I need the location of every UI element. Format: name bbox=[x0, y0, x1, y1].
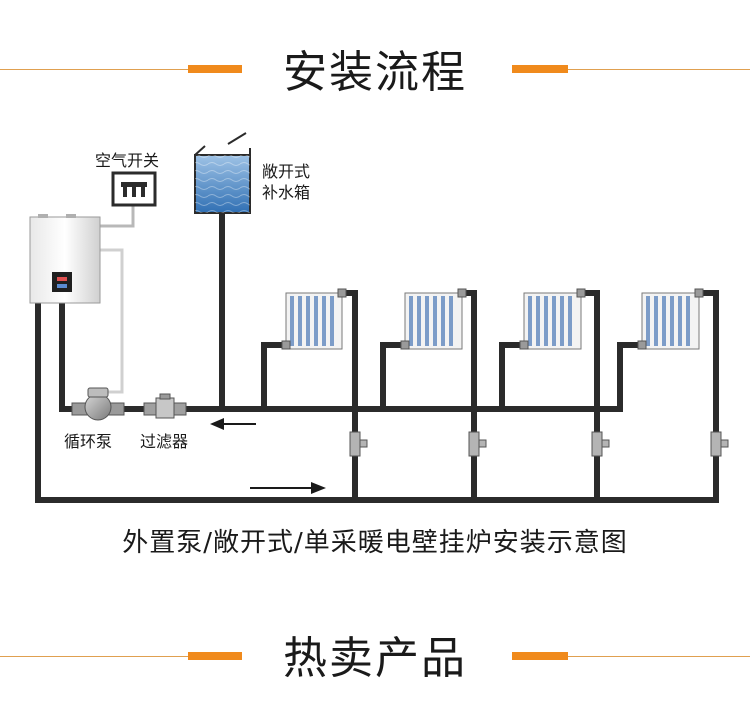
accent-bar-left-top bbox=[188, 65, 242, 73]
air-switch-label: 空气开关 bbox=[95, 151, 160, 170]
fitting-icon bbox=[281, 288, 704, 350]
section-title-bottom: 热卖产品 bbox=[283, 633, 467, 684]
divider-right-top bbox=[568, 69, 750, 70]
filter-label: 过滤器 bbox=[140, 432, 189, 451]
radiator-icon bbox=[285, 292, 343, 350]
tank-label-line1: 敞开式 bbox=[262, 162, 311, 181]
power-cable bbox=[92, 204, 135, 228]
air-switch-icon bbox=[111, 171, 157, 207]
radiator-icon bbox=[523, 292, 582, 350]
accent-bar-left-bottom bbox=[188, 652, 242, 660]
arrow-right-icon bbox=[250, 482, 326, 494]
tank-label-line2: 补水箱 bbox=[262, 183, 311, 202]
valve-icon bbox=[349, 431, 729, 457]
pump-cable bbox=[100, 248, 124, 394]
divider-left-bottom bbox=[0, 656, 188, 657]
accent-bar-right-bottom bbox=[512, 652, 568, 660]
section-title-top: 安装流程 bbox=[283, 47, 467, 98]
radiator-icon bbox=[404, 292, 463, 350]
filter-icon bbox=[143, 393, 187, 419]
accent-bar-right-top bbox=[512, 65, 568, 73]
wall-boiler-icon bbox=[29, 214, 101, 304]
divider-left-top bbox=[0, 69, 188, 70]
pump-label: 循环泵 bbox=[64, 432, 113, 451]
pipe-network bbox=[35, 209, 719, 503]
radiator-icon bbox=[641, 292, 700, 350]
circulation-pump-icon bbox=[71, 387, 125, 421]
divider-right-bottom bbox=[568, 656, 750, 657]
arrow-left-icon bbox=[210, 418, 256, 430]
diagram-caption: 外置泵/敞开式/单采暖电壁挂炉安装示意图 bbox=[122, 528, 628, 558]
open-water-tank-icon bbox=[194, 132, 251, 214]
